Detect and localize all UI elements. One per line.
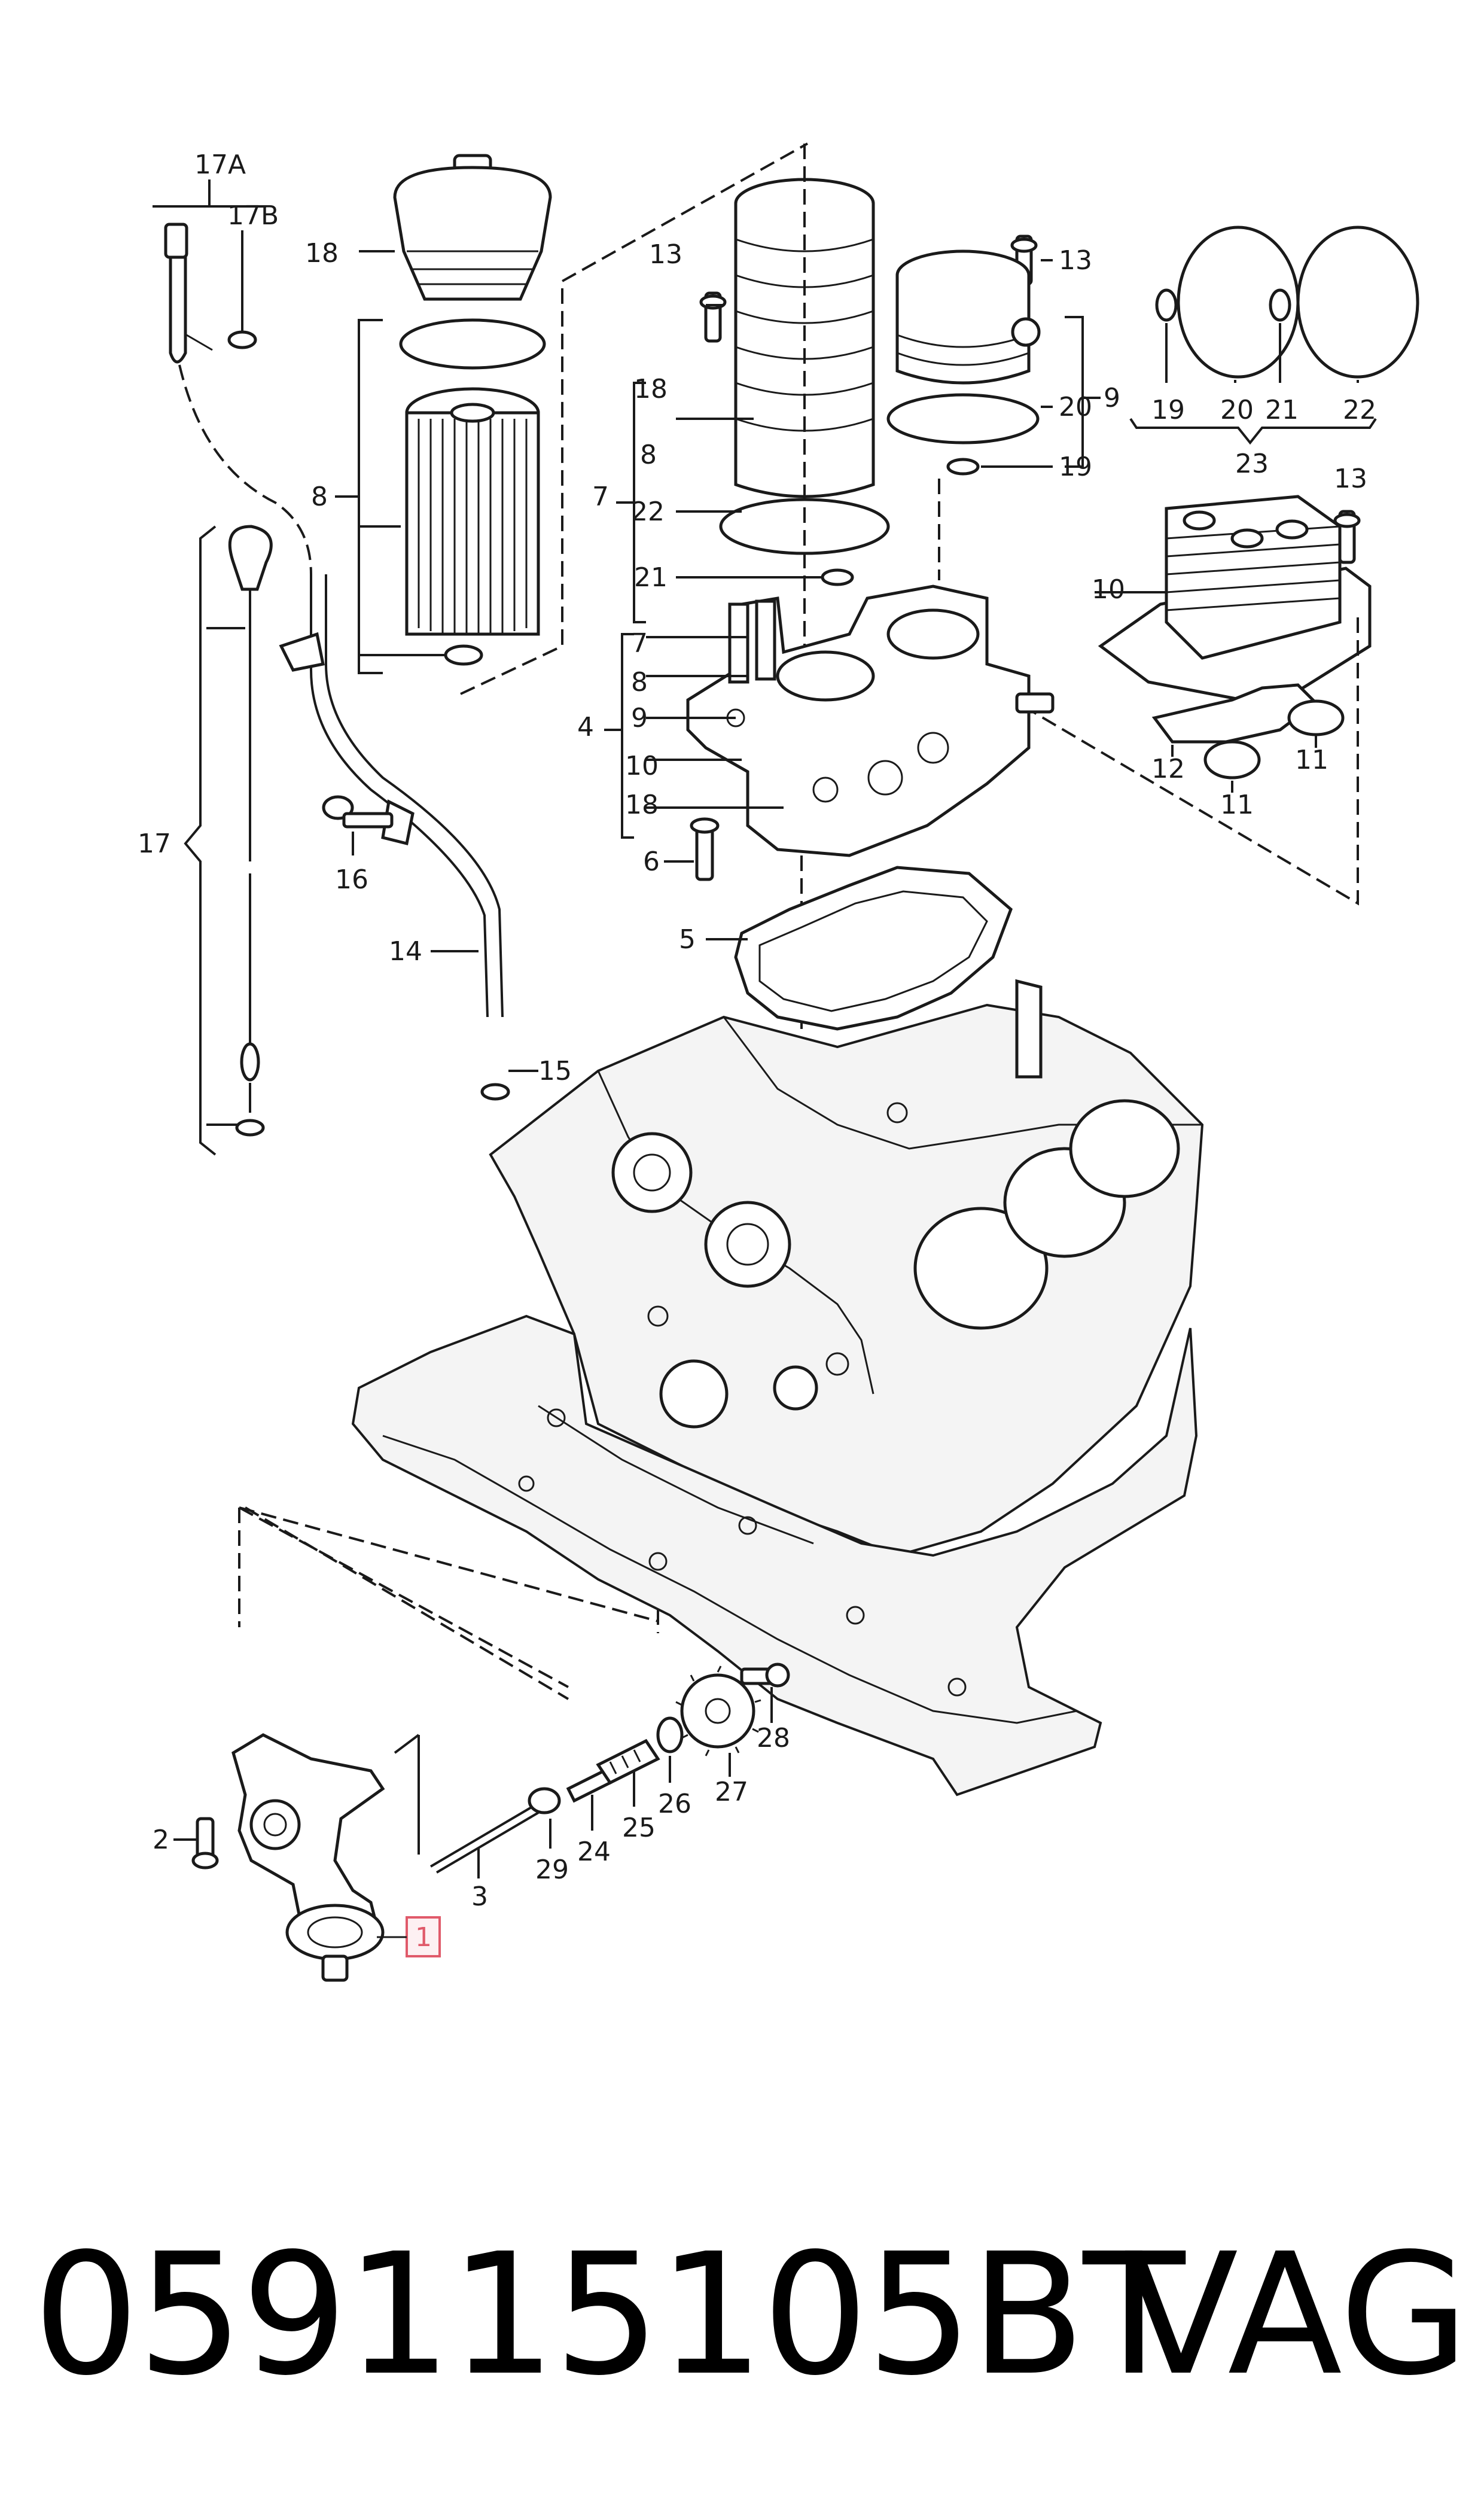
dipstick-guide-17a [153, 179, 266, 364]
engine-block [489, 979, 1204, 1557]
callout-9-bracket: 9 [631, 703, 648, 733]
callout-22-center: 22 [631, 497, 665, 527]
callout-1-oil-pump: 1 [415, 1922, 432, 1953]
callout-8-element: 8 [311, 482, 328, 512]
callout-18-center: 18 [634, 374, 668, 404]
callout-12-gasket: 12 [1151, 754, 1185, 784]
oil-filter-element-8 [405, 387, 540, 666]
callout-7-top: 7 [592, 482, 609, 512]
callout-15-seal: 15 [538, 1056, 572, 1086]
callout-29: 29 [535, 1855, 569, 1885]
callout-13-left: 13 [649, 239, 682, 270]
callout-4-bracket: 4 [577, 712, 594, 742]
dipstick-17 [228, 525, 273, 1137]
callout-21-seal: 21 [1265, 395, 1299, 425]
exploded-parts-diagram: 17A 17B 18 8 13 13 13 18 8 7 22 21 20 9 … [138, 142, 1419, 1982]
gasket-5 [734, 866, 1013, 1031]
seal-kit-23 [1129, 226, 1419, 445]
bolt-16 [322, 795, 394, 829]
callout-7-bracket: 7 [631, 628, 648, 659]
callout-labels: 17A 17B 18 8 13 13 13 18 8 7 22 21 20 9 … [138, 150, 1376, 1953]
callout-22-seal: 22 [1343, 395, 1376, 425]
callout-28: 28 [757, 1723, 790, 1753]
callout-17b: 17B [227, 200, 279, 231]
dipstick-guide-tube-14 [279, 574, 510, 1101]
callout-10-cooler: 10 [1092, 574, 1125, 605]
bolt-6 [690, 817, 720, 881]
callout-10-bracket: 10 [625, 751, 659, 781]
oil-pump-1 [231, 1733, 385, 1982]
callout-8-bracket: 8 [631, 667, 648, 698]
oil-pan [351, 1314, 1198, 1797]
part-number: 059115105BT [33, 2218, 1185, 2413]
callout-17a: 17A [194, 150, 246, 180]
secondary-filter-housing [699, 235, 1041, 476]
callout-2-bolt: 2 [153, 1825, 169, 1855]
callout-27: 27 [715, 1777, 748, 1807]
callout-19-seal: 19 [1151, 395, 1185, 425]
callout-13-right: 13 [1334, 464, 1367, 494]
callout-11-gasket-lower: 11 [1220, 790, 1254, 820]
callout-13-mid: 13 [1059, 245, 1092, 276]
callout-23-seal-kit: 23 [1235, 449, 1269, 479]
callout-5-gasket: 5 [679, 924, 696, 955]
callout-11-gasket-right: 11 [1295, 745, 1328, 775]
callout-19-small: 19 [1059, 452, 1092, 482]
callout-18-bracket: 18 [625, 790, 659, 820]
callout-26: 26 [658, 1789, 691, 1819]
callout-14-tube: 14 [389, 936, 422, 967]
callout-21-center: 21 [634, 562, 668, 593]
sprocket-assembly [528, 1663, 790, 1814]
oil-filter-bracket-4 [686, 584, 1055, 857]
highlight-box-item-1 [406, 1916, 441, 1957]
brand-name: VAG [1123, 2218, 1469, 2413]
callout-18-cap: 18 [305, 238, 339, 269]
callout-25: 25 [622, 1813, 656, 1843]
bolt-2 [191, 1817, 219, 1870]
oil-filter-housing-cap-18 [393, 154, 552, 370]
callout-17-dipstick: 17 [138, 829, 171, 859]
callout-8-center: 8 [640, 440, 657, 470]
callout-24: 24 [577, 1837, 611, 1867]
callout-6-bolt: 6 [643, 847, 660, 877]
callout-16-bolt: 16 [335, 864, 368, 895]
drive-shaft-3 [429, 1805, 540, 1874]
callout-3-shaft: 3 [471, 1881, 488, 1912]
oil-cooler-10 [1098, 495, 1372, 708]
callout-9-small: 9 [1104, 383, 1120, 413]
part-footer: 059115105BT VAG [0, 2213, 1484, 2429]
callout-20-seal: 20 [1220, 395, 1254, 425]
callout-20-small: 20 [1059, 392, 1092, 422]
gaskets-11-12 [1151, 683, 1345, 780]
